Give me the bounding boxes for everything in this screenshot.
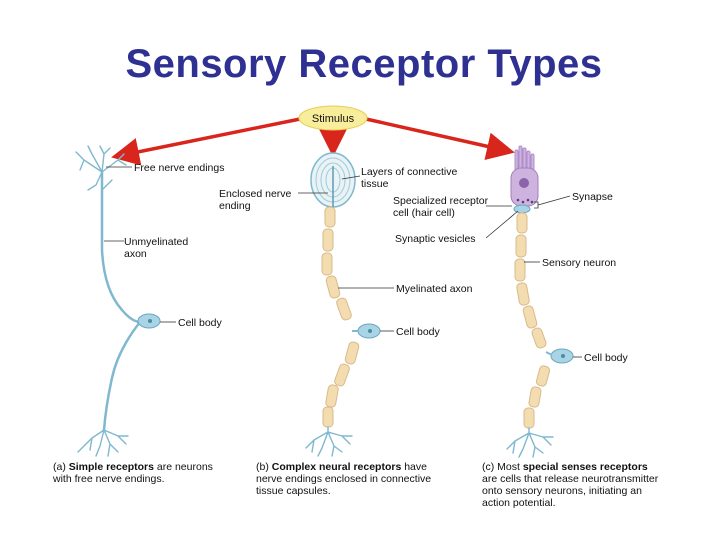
caption-a-line1-rest: are neurons [154, 461, 213, 473]
caption-c-line4: action potential. [482, 497, 556, 509]
stimulus-group: Stimulus [111, 105, 515, 166]
caption-c-line3: onto sensory neurons, initiating an [482, 485, 642, 497]
panel-c-leaders [485, 195, 582, 358]
label-panel-b-cell-body: Cell body [396, 326, 441, 338]
panel-a-neuron [75, 145, 142, 457]
label-free-nerve-endings: Free nerve endings [134, 162, 224, 174]
panel-c-synaptic-terminal [513, 204, 531, 214]
label-layers-connective-tissue-line2: tissue [361, 178, 389, 190]
caption-c-bold: special senses receptors [523, 461, 648, 473]
panel-c-dendrites [506, 427, 554, 458]
caption-a-line2: with free nerve endings. [52, 473, 164, 485]
caption-b-line3: tissue capsules. [256, 485, 331, 497]
caption-c-letter: (c) Most [482, 461, 523, 473]
caption-a: (a) Simple receptors are neurons with fr… [52, 461, 213, 485]
label-specialized-receptor-line2: cell (hair cell) [393, 207, 455, 219]
stimulus-arrow-left [111, 117, 301, 166]
label-panel-a-cell-body: Cell body [178, 317, 223, 329]
svg-text:(b) Complex neural receptors h: (b) Complex neural receptors have [256, 461, 427, 473]
panel-a-leaders [104, 166, 176, 323]
svg-text:(c) Most special senses recept: (c) Most special senses receptors [482, 461, 648, 473]
label-unmyelinated-axon-line1: Unmyelinated [124, 236, 188, 248]
page-title: Sensory Receptor Types [125, 42, 603, 86]
panel-c-myelin-segments [514, 212, 551, 429]
caption-b-letter: (b) [256, 461, 272, 473]
svg-text:(a) Simple receptors are neuro: (a) Simple receptors are neurons [53, 461, 213, 473]
panel-b-myelin-segments [321, 206, 360, 428]
panel-b-leaders [298, 175, 394, 332]
stimulus-label: Stimulus [312, 113, 355, 125]
panel-b-capsule [310, 152, 356, 208]
label-panel-c-cell-body: Cell body [584, 352, 629, 364]
stimulus-bubble [298, 105, 368, 131]
label-enclosed-nerve-ending-line2: ending [219, 200, 251, 212]
label-sensory-neuron: Sensory neuron [542, 257, 616, 269]
label-unmyelinated-axon-line2: axon [124, 248, 147, 260]
panel-b-dendrites [305, 426, 353, 457]
label-enclosed-nerve-ending-line1: Enclosed nerve [219, 188, 292, 200]
label-synapse: Synapse [572, 191, 613, 203]
caption-c-line2: are cells that release neurotransmitter [482, 473, 659, 485]
panel-c-hair-cell [510, 145, 539, 207]
label-synaptic-vesicles: Synaptic vesicles [395, 233, 476, 245]
caption-b-line2: nerve endings enclosed in connective [256, 473, 431, 485]
label-layers-connective-tissue-line1: Layers of connective [361, 166, 457, 178]
caption-a-letter: (a) [53, 461, 69, 473]
label-specialized-receptor-line1: Specialized receptor [393, 195, 489, 207]
stimulus-arrow-right [365, 117, 515, 161]
caption-a-bold: Simple receptors [69, 461, 154, 473]
caption-b-line1-rest: have [401, 461, 427, 473]
caption-b: (b) Complex neural receptors have nerve … [256, 461, 431, 497]
caption-b-bold: Complex neural receptors [272, 461, 402, 473]
caption-c: (c) Most special senses receptors are ce… [482, 461, 659, 509]
label-myelinated-axon: Myelinated axon [396, 283, 473, 295]
